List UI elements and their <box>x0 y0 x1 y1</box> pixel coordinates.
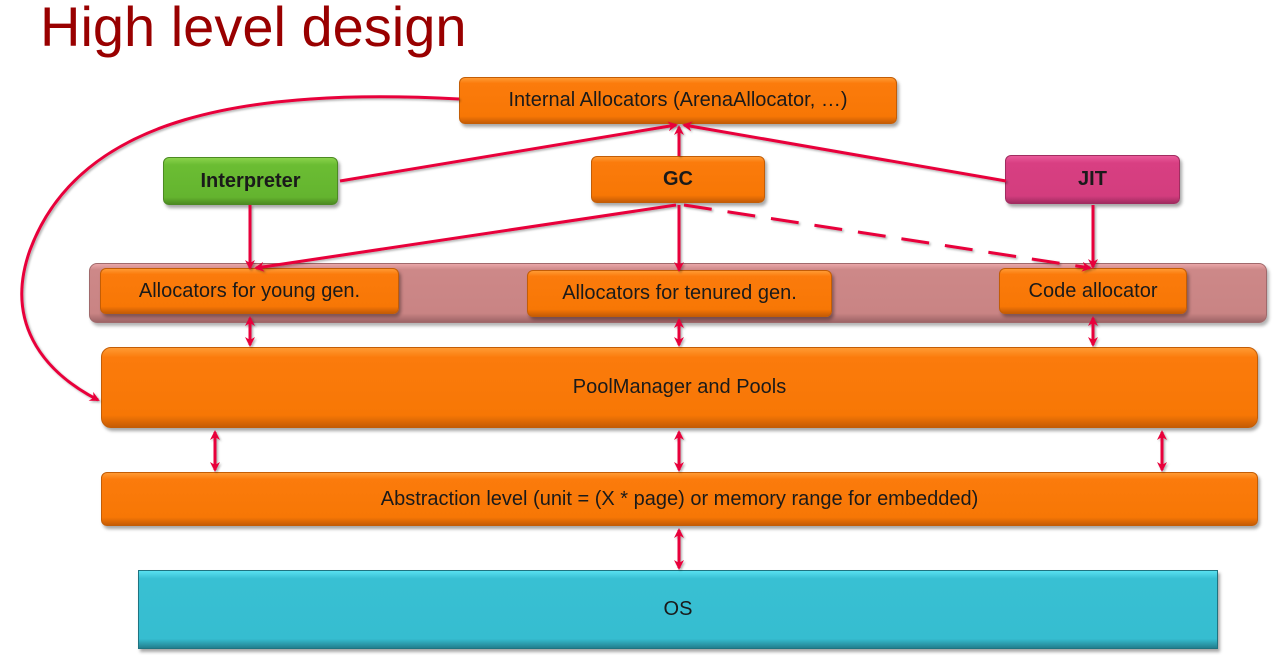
pool-manager-box: PoolManager and Pools <box>101 347 1258 428</box>
internal-allocators-label: Internal Allocators (ArenaAllocator, …) <box>508 89 848 111</box>
young-gen-allocators-label: Allocators for young gen. <box>138 279 361 302</box>
code-allocator-box: Code allocator <box>999 268 1187 314</box>
interpreter-box: Interpreter <box>163 157 338 205</box>
jit-label: JIT <box>1078 168 1107 190</box>
gc-box: GC <box>591 156 765 203</box>
abstraction-level-label: Abstraction level (unit = (X * page) or … <box>380 487 979 510</box>
edge-gc-to-code-allocator <box>683 203 1092 272</box>
code-allocator-label: Code allocator <box>1028 279 1158 302</box>
young-gen-allocators-box: Allocators for young gen. <box>100 268 399 314</box>
slide-title: High level design <box>40 0 467 58</box>
os-box: OS <box>138 570 1218 649</box>
jit-box: JIT <box>1005 155 1180 204</box>
interpreter-label: Interpreter <box>200 169 301 192</box>
os-label: OS <box>663 598 693 620</box>
gc-label: GC <box>663 168 693 190</box>
pool-manager-label: PoolManager and Pools <box>572 376 787 398</box>
tenured-gen-allocators-box: Allocators for tenured gen. <box>527 270 832 317</box>
tenured-gen-allocators-label: Allocators for tenured gen. <box>562 282 797 304</box>
internal-allocators-box: Internal Allocators (ArenaAllocator, …) <box>459 77 897 124</box>
edge-gc-to-young-gen <box>254 203 677 272</box>
abstraction-level-box: Abstraction level (unit = (X * page) or … <box>101 472 1258 526</box>
